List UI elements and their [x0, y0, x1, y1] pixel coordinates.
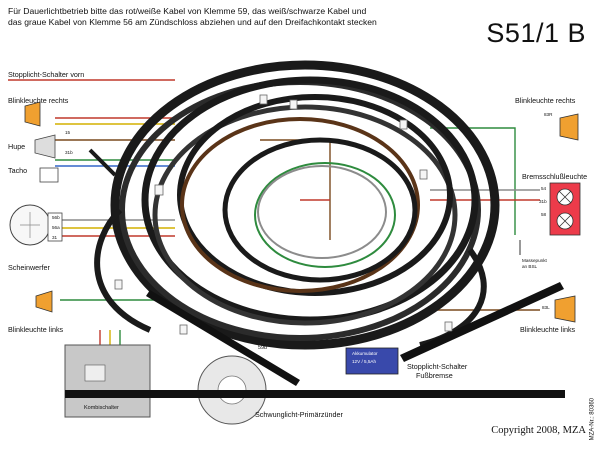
label-speedo: Tacho	[8, 166, 28, 175]
right-components	[519, 113, 581, 323]
terminal-54: 54	[541, 186, 547, 191]
label-combi-switch: Kombischalter	[84, 405, 119, 411]
terminal-31b: 31b	[65, 150, 73, 155]
label-battery-2: 12V / 5,5Ah	[352, 359, 377, 364]
headlight-terminal-block	[47, 212, 63, 242]
harness-tail-left	[94, 207, 152, 333]
harness-loop-4	[152, 104, 458, 326]
label-brake-tail-light: Bremsschlußleuchte	[522, 172, 588, 181]
label-horn: Hupe	[8, 142, 26, 151]
terminal-58: 58	[541, 212, 547, 217]
harness-loop-outer	[110, 60, 500, 350]
model-title: S51/1 B	[486, 18, 586, 48]
harness-loop-green	[254, 162, 396, 268]
indicator-rear-left-lamp	[554, 295, 576, 323]
label-indicator-front-right: Blinkleuchte rechts	[8, 96, 69, 105]
cable-tie-left	[146, 290, 300, 386]
cable-harness	[88, 60, 500, 350]
cable-tie-long	[65, 390, 565, 398]
instruction-line-2: das graue Kabel von Klemme 56 am Zündsch…	[8, 17, 377, 27]
indicator-front-right-lamp	[24, 101, 41, 127]
horn-icon	[34, 134, 56, 159]
indicator-rear-right-lamp	[559, 113, 579, 141]
instruction-line-1: Für Dauerlichtbetrieb bitte das rot/weiß…	[8, 6, 367, 16]
harness-lead-1	[88, 148, 117, 177]
combi-switch-inner	[84, 364, 106, 382]
brake-bulb-cross	[558, 190, 572, 204]
cable-tie-right	[400, 282, 564, 362]
headlight-cross	[20, 212, 40, 238]
terminal-59b: 59b	[258, 345, 268, 351]
connector-6	[179, 324, 188, 335]
wire-center-1	[260, 139, 331, 240]
terminal-83r: 83R	[544, 112, 553, 117]
connector-5	[419, 169, 428, 180]
label-ignition: Schwunglicht-Primärzünder	[255, 410, 343, 419]
terminal-56b: 56b	[52, 215, 60, 220]
terminal-15: 15	[65, 130, 71, 135]
terminal-83l: 83L	[542, 305, 550, 310]
connector-7	[444, 321, 453, 332]
terminal-56a: 56a	[52, 225, 60, 230]
left-components	[9, 101, 63, 313]
harness-loop-6	[222, 137, 418, 283]
label-ground-point-2: an BSL	[522, 264, 538, 269]
indicator-front-left-lamp	[35, 290, 53, 313]
document-number: MZA-Nr.: 80360	[589, 398, 595, 441]
terminal-31b-rear: 31b	[539, 199, 547, 204]
battery-icon	[345, 347, 399, 375]
label-stop-switch-front: Stopplicht-Schalter vorn	[8, 70, 85, 79]
label-battery-1: Akkumulator	[352, 351, 378, 356]
harness-loop-5	[177, 94, 453, 296]
tail-bulb-cross	[558, 214, 572, 228]
connectors	[114, 94, 453, 335]
speedo-box	[39, 167, 59, 183]
connector-8	[114, 279, 123, 290]
label-stop-switch-rear-2: Fußbremse	[416, 371, 453, 380]
connector-1	[154, 184, 164, 196]
harness-loop-3	[141, 76, 479, 324]
instruction-text: Für Dauerlichtbetrieb bitte das rot/weiß…	[8, 6, 428, 28]
label-stop-switch-rear-1: Stopplicht-Schalter	[407, 362, 468, 371]
harness-loop-grey	[257, 165, 387, 259]
harness-loop-brown	[180, 117, 420, 293]
combi-switch-box	[64, 344, 151, 418]
label-ground-point-1: Massepunkt	[522, 258, 547, 263]
label-indicator-rear-left: Blinkleuchte links	[520, 325, 576, 334]
label-headlight: Scheinwerfer	[8, 263, 50, 272]
terminal-31: 31	[52, 235, 58, 240]
label-indicator-rear-right: Blinkleuchte rechts	[515, 96, 576, 105]
bottom-components	[64, 282, 565, 425]
connector-4	[399, 119, 408, 130]
label-indicator-front-left: Blinkleuchte links	[8, 325, 64, 334]
connector-3	[289, 99, 298, 110]
connector-2	[259, 94, 268, 105]
copyright-notice: Copyright 2008, MZA	[491, 425, 586, 436]
